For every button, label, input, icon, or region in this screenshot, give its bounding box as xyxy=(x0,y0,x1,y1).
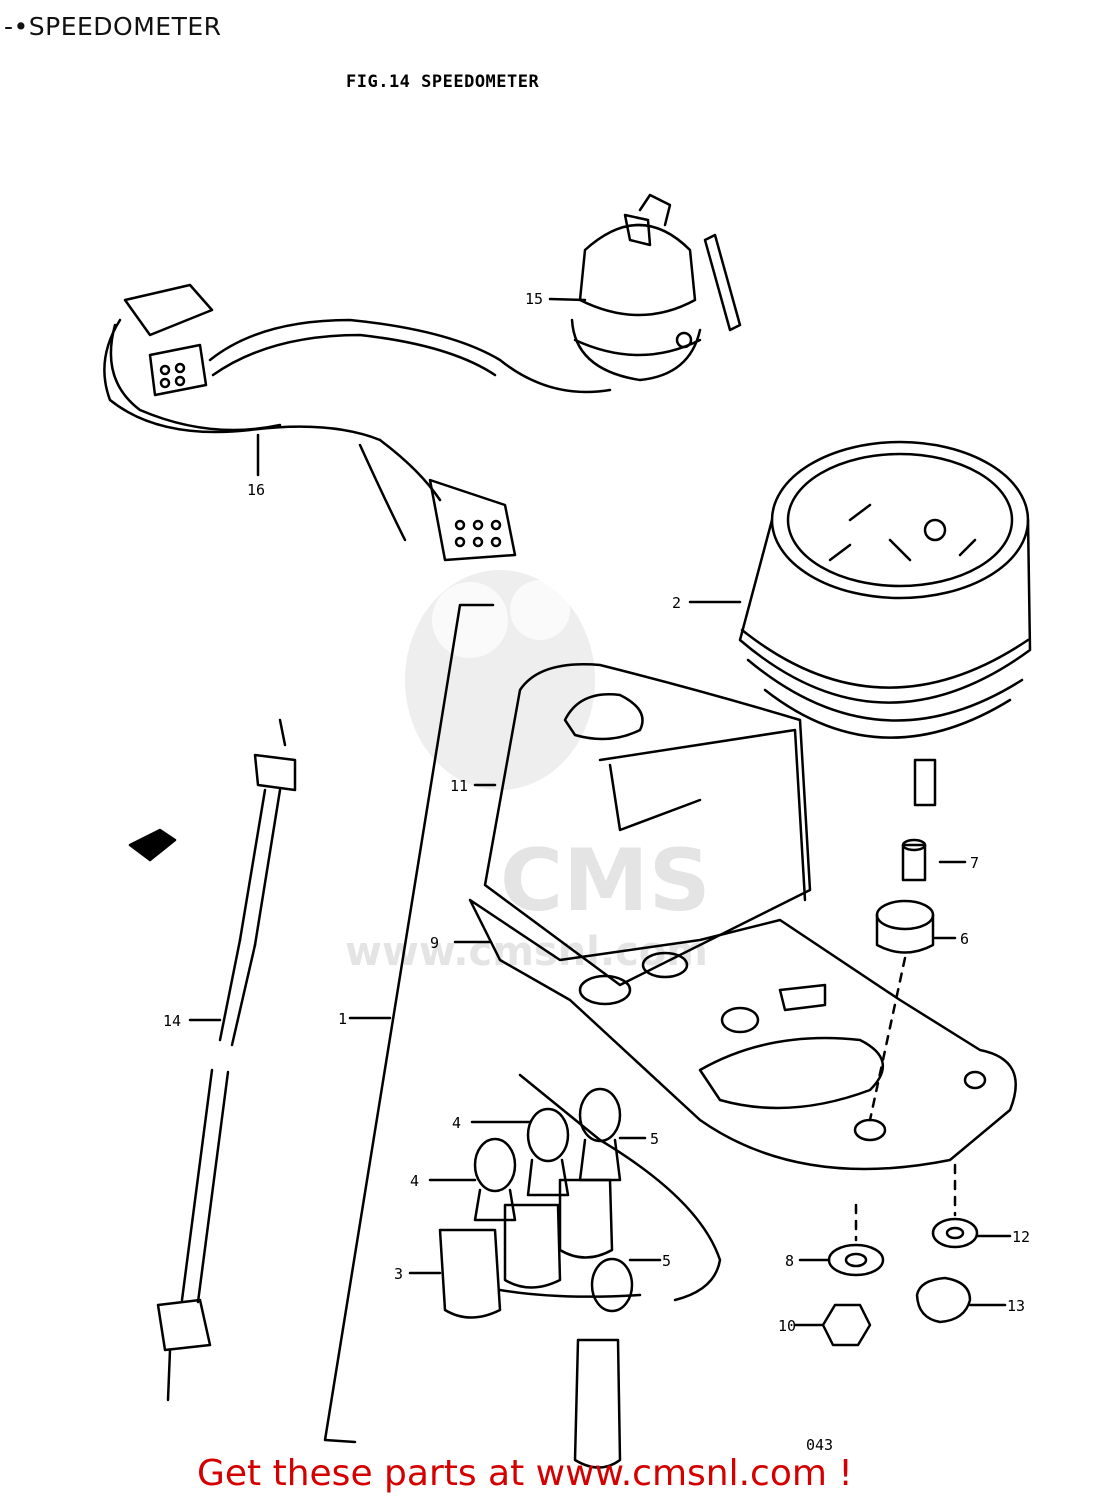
callout-12: 12 xyxy=(1012,1228,1030,1246)
cap-nut-13 xyxy=(915,1276,972,1324)
washer-7 xyxy=(827,1243,885,1277)
page-number: 043 xyxy=(806,1436,833,1454)
wiring-harness xyxy=(103,283,612,562)
bulb-sockets xyxy=(438,1073,722,1469)
callout-11: 11 xyxy=(450,777,468,795)
callout-8: 10 xyxy=(778,1317,796,1335)
bushing-and-grommet xyxy=(875,838,935,954)
callout-6: 6 xyxy=(960,930,969,948)
callout-5b: 5 xyxy=(662,1252,671,1270)
callout-3: 3 xyxy=(394,1265,403,1283)
callout-5a: 5 xyxy=(650,1130,659,1148)
watermark-cms: CMS xyxy=(500,831,711,931)
callout-13: 13 xyxy=(1007,1297,1025,1315)
callout-16: 16 xyxy=(247,481,265,499)
meter-case xyxy=(483,663,812,987)
callout-1: 1 xyxy=(338,1010,347,1028)
nut-8 xyxy=(821,1303,872,1347)
callout-9: 7 xyxy=(970,854,979,872)
callout-7: 8 xyxy=(785,1252,794,1270)
callout-15: 15 xyxy=(525,290,543,308)
speedometer-gauge xyxy=(738,440,1032,807)
callout-2: 2 xyxy=(672,594,681,612)
direction-arrow xyxy=(128,828,177,862)
parts-link[interactable]: Get these parts at www.cmsnl.com ! xyxy=(197,1453,853,1494)
callout-4a: 4 xyxy=(452,1114,461,1132)
mounting-plate xyxy=(468,898,1017,1171)
speedometer-cable xyxy=(156,718,297,1402)
assembly-bracket-1 xyxy=(323,603,495,1444)
washer-12 xyxy=(931,1217,979,1249)
page-title: -•SPEEDOMETER xyxy=(4,12,222,41)
callout-14: 14 xyxy=(163,1012,181,1030)
figure-title: FIG.14 SPEEDOMETER xyxy=(346,72,540,92)
ignition-switch xyxy=(570,193,742,382)
callout-10: 9 xyxy=(430,934,439,952)
callout-4b: 4 xyxy=(410,1172,419,1190)
watermark-logo: CMS www.cmsnl.com xyxy=(345,570,711,975)
